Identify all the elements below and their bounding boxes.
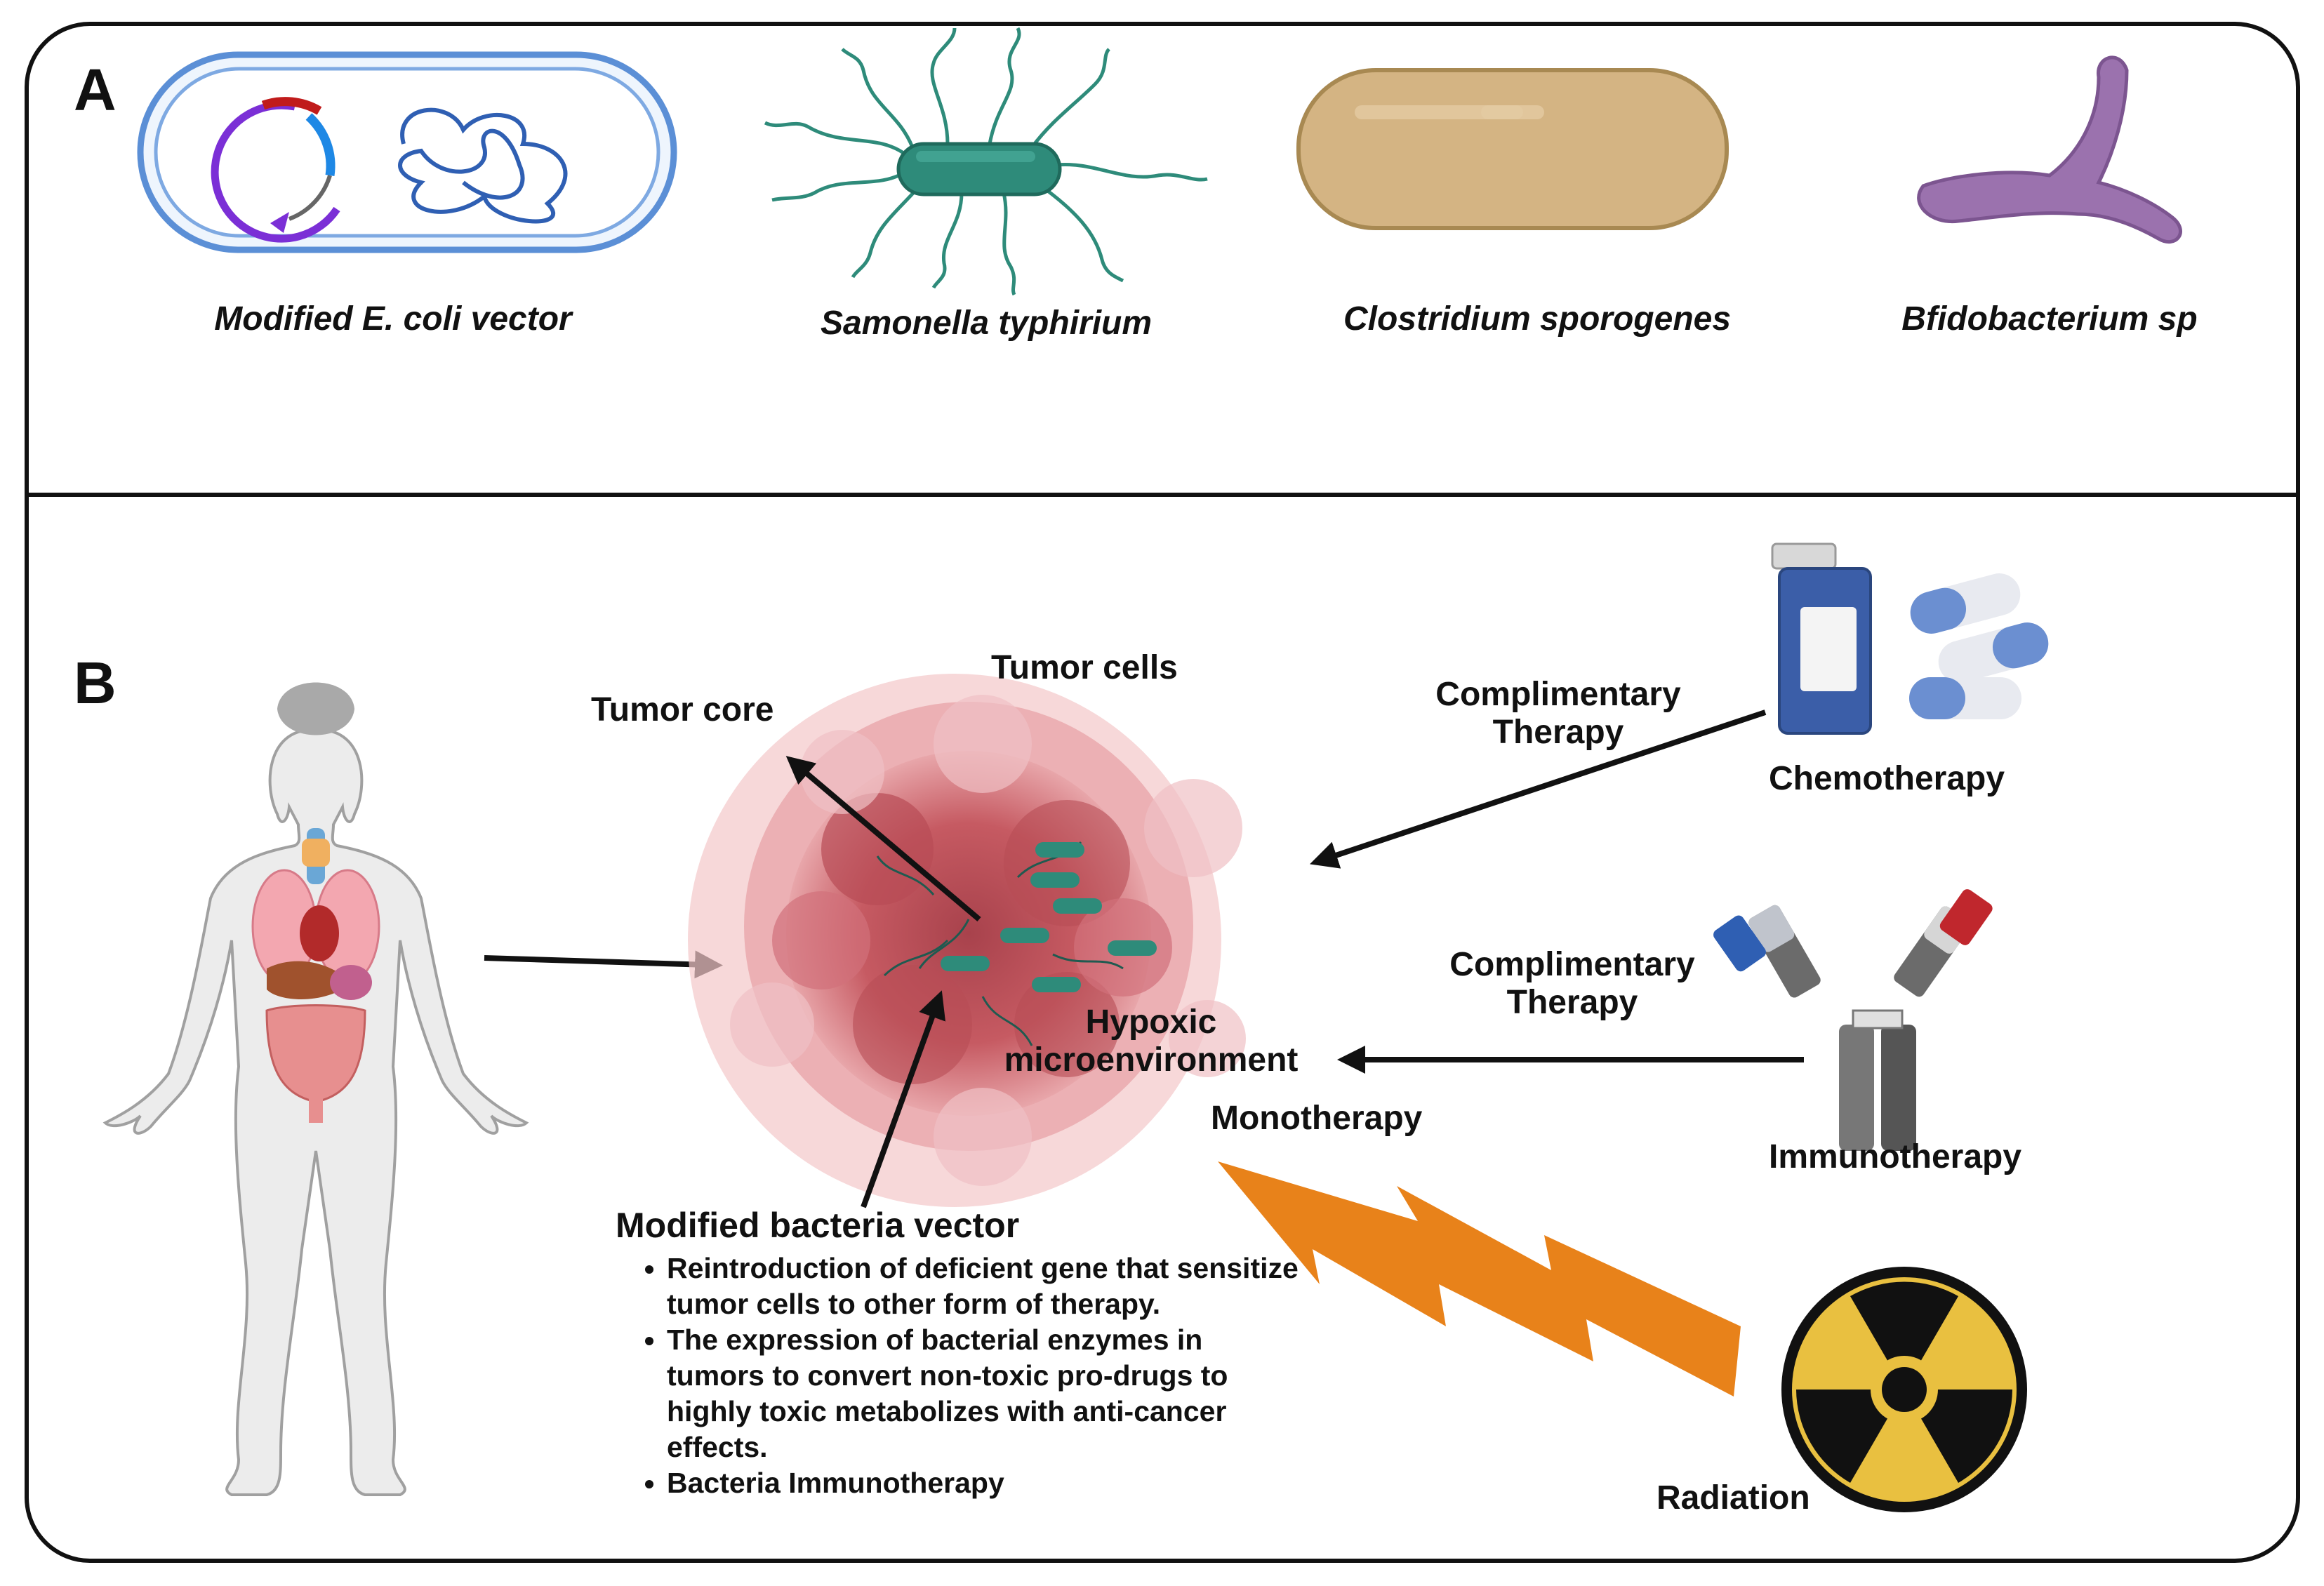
- salmonella-icon: [764, 27, 1208, 296]
- radiation-bolt-icon: [1218, 1161, 1741, 1397]
- tumor-mass-icon: [688, 674, 1246, 1207]
- hypoxic-label: Hypoxic microenvironment: [1004, 1004, 1299, 1079]
- tumor-cells-label: Tumor cells: [991, 649, 1178, 686]
- salmonella-highlight: [916, 151, 1035, 162]
- bifidobacterium-label: Bfidobacterium sp: [1901, 300, 2198, 338]
- immunotherapy-label: Immunotherapy: [1769, 1138, 2022, 1175]
- chemotherapy-icon: [1771, 542, 2049, 735]
- radiation-label: Radiation: [1656, 1479, 1810, 1517]
- ecoli-plasmid-icon: [137, 51, 677, 253]
- antibody-icon: [1713, 889, 1993, 1151]
- body-to-tumor-arrow: [484, 950, 723, 979]
- bacteria-vector-arrow: [861, 990, 945, 1208]
- radiation-symbol-icon: [1781, 1267, 2027, 1512]
- tumor-core-label: Tumor core: [591, 691, 774, 728]
- ecoli-label: Modified E. coli vector: [214, 300, 572, 338]
- salmonella-label: Samonella typhirium: [820, 305, 1153, 342]
- vector-point: Bacteria Immunotherapy: [667, 1465, 1299, 1501]
- complimentary-therapy-label-1: Complimentary Therapy: [1435, 676, 1681, 751]
- vector-point: The expression of bacterial enzymes in t…: [667, 1322, 1299, 1465]
- chemotherapy-arrow: [1310, 709, 1767, 869]
- complimentary-therapy-label-2: Complimentary Therapy: [1449, 946, 1695, 1021]
- chemotherapy-label: Chemotherapy: [1769, 760, 2005, 797]
- vector-point: Reintroduction of deficient gene that se…: [667, 1251, 1299, 1322]
- clostridium-icon: [1296, 68, 1729, 230]
- tumor-core-arrow: [785, 756, 981, 922]
- human-body-icon: [102, 682, 529, 1496]
- clostridium-label: Clostridium sporogenes: [1343, 300, 1732, 338]
- tumor-bacteria-group: [876, 841, 1157, 1046]
- monotherapy-label: Monotherapy: [1211, 1100, 1423, 1137]
- outer-frame: [25, 22, 2300, 1563]
- bifidobacterium-icon: [1917, 55, 2182, 244]
- panel-a-letter: A: [74, 57, 117, 123]
- vector-points-list: Reintroduction of deficient gene that se…: [604, 1251, 1299, 1501]
- panel-b-letter: B: [74, 650, 117, 716]
- vector-title: Modified bacteria vector: [616, 1206, 1020, 1245]
